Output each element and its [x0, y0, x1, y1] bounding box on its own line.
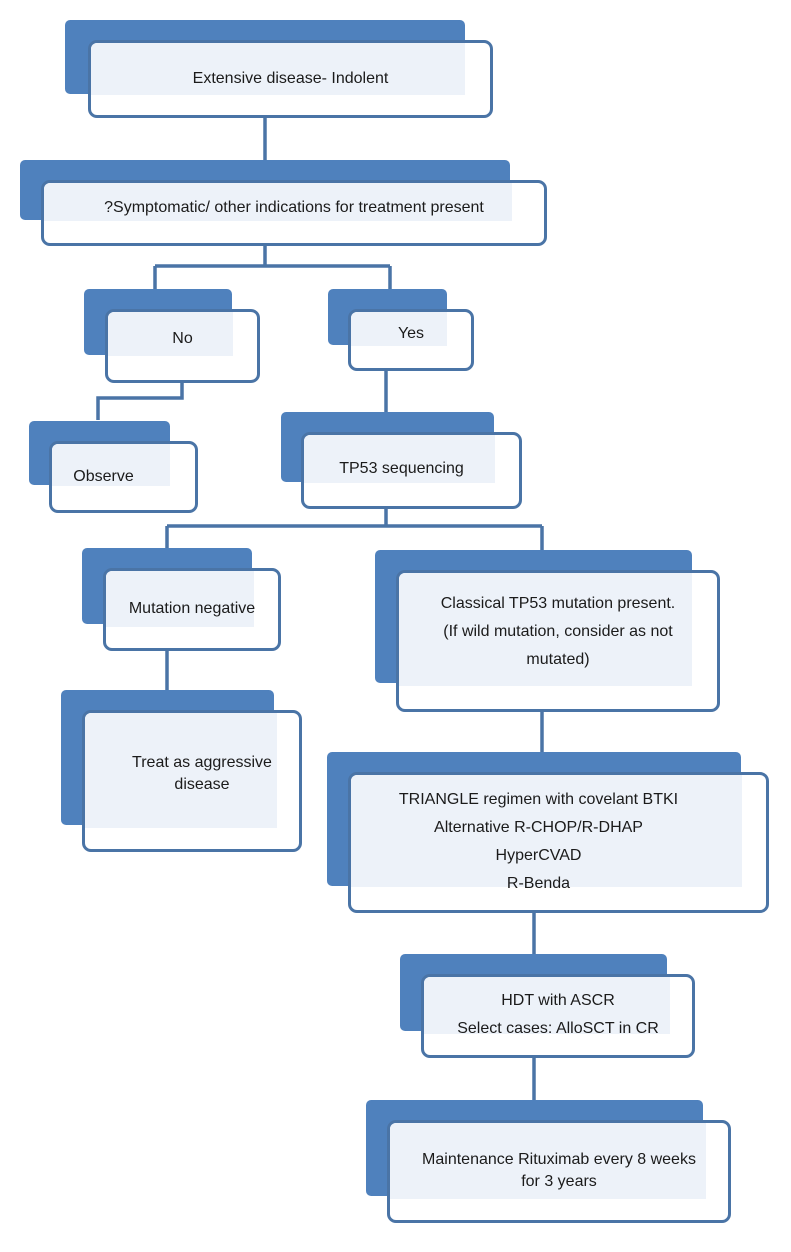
node-hdt-text: HDT with ASCR Select cases: AlloSCT in CR: [424, 977, 692, 1055]
node-extensive-text: Extensive disease- Indolent: [91, 43, 490, 115]
node-text-line: for 3 years: [521, 1172, 597, 1190]
node-symptomatic-question: ?Symptomatic/ other indications for trea…: [20, 160, 548, 248]
node-text-line: Alternative R-CHOP/R-DHAP: [434, 818, 643, 836]
node-text-line: Extensive disease- Indolent: [192, 70, 389, 87]
node-box: Mutation negative: [103, 568, 281, 651]
node-text-line: Mutation negative: [128, 599, 256, 617]
node-no-text: No: [108, 312, 257, 380]
node-box: HDT with ASCR Select cases: AlloSCT in CR: [421, 974, 695, 1058]
node-tp53-sequencing: TP53 sequencing: [281, 412, 522, 510]
node-text-line: (If wild mutation, consider as not: [443, 623, 673, 640]
node-yes-text: Yes: [351, 312, 471, 368]
node-text-line: HDT with ASCR: [501, 992, 615, 1009]
node-triangle-regimen: TRIANGLE regimen with covelant BTKI Alter…: [327, 752, 769, 914]
node-text-line: ?Symptomatic/ other indications for trea…: [104, 199, 484, 216]
node-text-line: Classical TP53 mutation present.: [440, 595, 676, 612]
node-text-line: Treat as aggressive: [132, 754, 272, 771]
node-text-line: Yes: [397, 325, 425, 342]
node-triangle-text: TRIANGLE regimen with covelant BTKI Alter…: [351, 775, 766, 910]
node-maintenance-rituximab: Maintenance Rituximab every 8 weeks for 3…: [366, 1100, 731, 1224]
node-text-line: mutated): [526, 651, 590, 668]
node-treat-text: Treat as aggressive disease: [85, 713, 299, 849]
node-text-line: Select cases: AlloSCT in CR: [457, 1020, 659, 1037]
node-maint-text: Maintenance Rituximab every 8 weeks for 3…: [390, 1123, 728, 1220]
node-text-line: No: [172, 330, 193, 347]
node-extensive-disease: Extensive disease- Indolent: [65, 20, 495, 120]
node-hdt-ascr: HDT with ASCR Select cases: AlloSCT in CR: [400, 954, 695, 1059]
node-mutation-negative: Mutation negative: [82, 548, 281, 652]
node-text-line: TP53 sequencing: [339, 459, 464, 477]
node-box: Observe: [49, 441, 198, 513]
node-no: No: [84, 289, 260, 384]
node-box: ?Symptomatic/ other indications for trea…: [41, 180, 547, 246]
node-box: Maintenance Rituximab every 8 weeks for 3…: [387, 1120, 731, 1223]
node-box: No: [105, 309, 260, 383]
connector-symptomatic-to-no-yes: [153, 244, 392, 290]
node-yes: Yes: [328, 289, 474, 373]
node-box: Classical TP53 mutation present. (If wild…: [396, 570, 720, 712]
node-text-line: disease: [174, 776, 230, 793]
connector-no-to-observe: [96, 380, 184, 420]
connector-tp53-to-branches: [165, 508, 544, 550]
node-box: Treat as aggressive disease: [82, 710, 302, 852]
node-text-line: R-Benda: [506, 874, 571, 892]
node-box: TRIANGLE regimen with covelant BTKI Alter…: [348, 772, 769, 913]
node-tp53-text: TP53 sequencing: [304, 435, 519, 506]
node-text-line: Observe: [73, 468, 134, 485]
node-text-line: HyperCVAD: [495, 846, 582, 864]
node-observe: Observe: [29, 421, 198, 513]
node-classical-tp53: Classical TP53 mutation present. (If wild…: [375, 550, 720, 713]
node-classical-text: Classical TP53 mutation present. (If wild…: [399, 573, 717, 709]
node-observe-text: Observe: [52, 444, 195, 510]
node-box: Yes: [348, 309, 474, 371]
node-text-line: TRIANGLE regimen with covelant BTKI: [398, 790, 679, 808]
node-text-line: Maintenance Rituximab every 8 weeks: [422, 1150, 696, 1168]
node-mutneg-text: Mutation negative: [106, 571, 278, 648]
node-box: Extensive disease- Indolent: [88, 40, 493, 118]
node-box: TP53 sequencing: [301, 432, 522, 509]
node-treat-aggressive: Treat as aggressive disease: [61, 690, 302, 853]
node-symptomatic-text: ?Symptomatic/ other indications for trea…: [44, 183, 544, 243]
